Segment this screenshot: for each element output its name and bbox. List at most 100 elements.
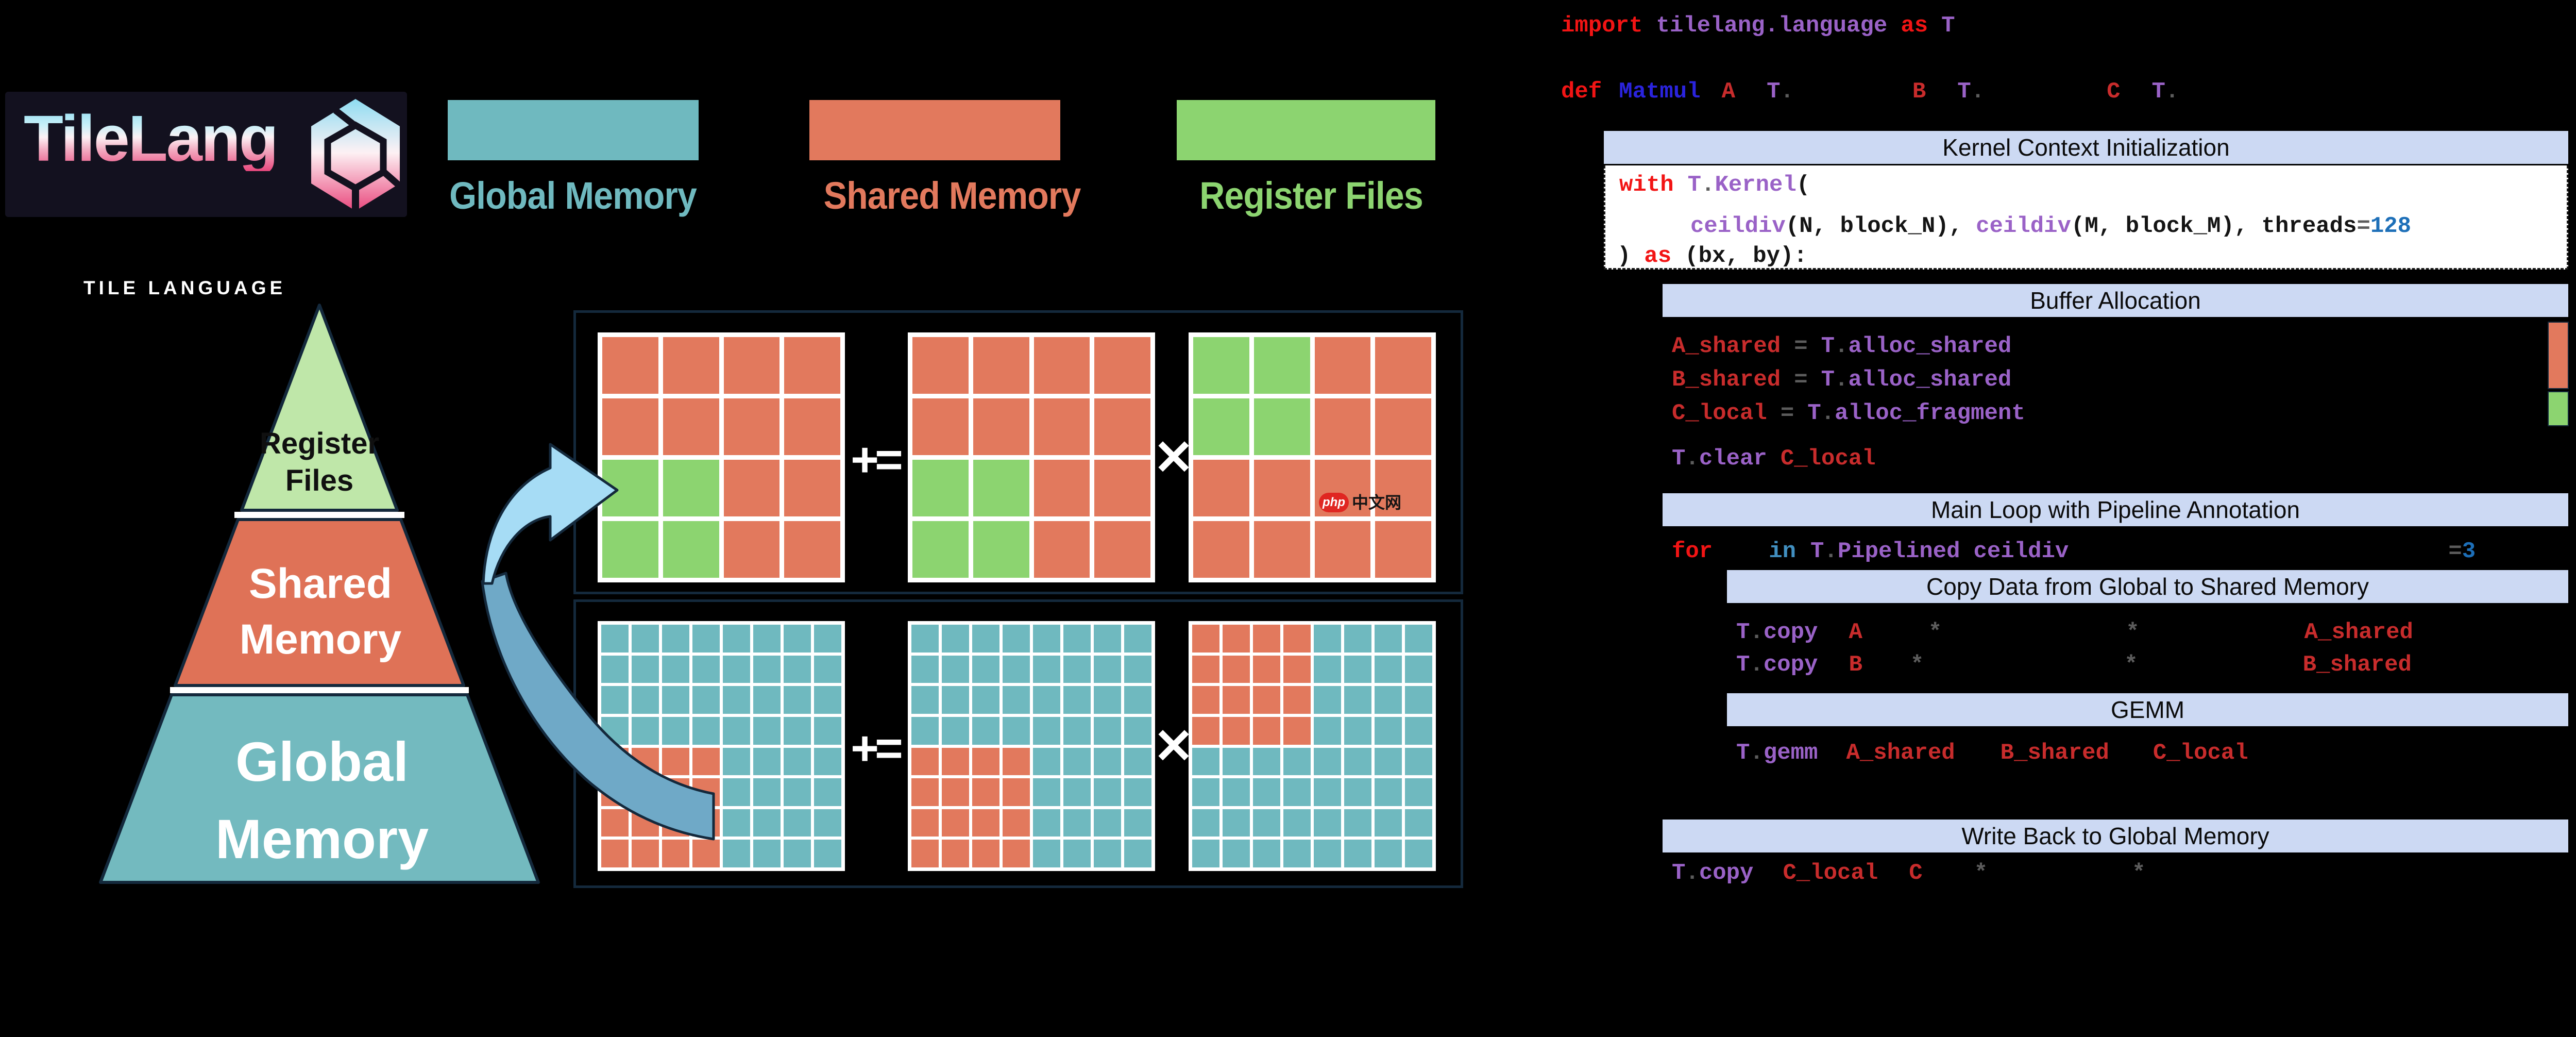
matrix-cell [1223,778,1250,806]
copy-arrow-upper-band-and-head [482,443,619,585]
matrix-cell [1344,716,1371,745]
code-token: gemm [1763,740,1818,766]
matrix-cell [942,840,969,867]
matrix-cell [972,747,999,776]
matrix-cell [912,337,969,394]
code-token: def [1561,79,1602,105]
matrix-cell [1344,655,1371,683]
matrix-cell [662,686,689,714]
matrix-cell [1253,840,1280,867]
matrix-cell [1193,521,1249,578]
legend-label-global-memory: Global Memory [449,174,697,217]
matrix-cell [1094,655,1121,683]
matrix-a-register-tile [908,332,1155,582]
code-token: T [2151,79,2165,105]
matrix-c-register-tile [598,332,845,582]
matrix-cell [973,521,1029,578]
matrix-cell [1253,398,1310,455]
code-alloc-b-shared-line: B_shared=T.alloc_shared [1672,367,2011,392]
code-token: T [1687,172,1702,198]
code-token: C_local [1783,860,1878,886]
section-header-buffer-allocation: Buffer Allocation [1663,284,2568,319]
matrix-cell [911,778,939,806]
matrix-cell [1223,747,1250,776]
matrix-cell [1033,809,1060,837]
matrix-cell [1405,747,1432,776]
tilelang-cube-icon [311,99,402,211]
matrix-cell [1344,840,1371,867]
matrix-cell [1223,625,1250,653]
matrix-cell [784,521,840,578]
matrix-cell [1192,686,1219,714]
code-token: T [1821,367,1835,393]
matrix-cell [1094,625,1121,653]
matrix-cell [1124,686,1151,714]
matrix-cell [1283,686,1311,714]
matrix-cell [632,655,659,683]
matrix-cell [1063,809,1091,837]
matrix-cell [1094,337,1150,394]
matrix-cell [972,840,999,867]
matrix-cell [1314,716,1341,745]
matrix-cell [1375,778,1402,806]
matrix-cell [1063,655,1091,683]
matrix-cell [912,460,969,516]
matrix-cell [1003,840,1030,867]
matrix-cell [1063,625,1091,653]
register-shared-tiles-box [573,310,1463,594]
code-token: . [1835,333,1849,359]
matrix-cell [784,655,811,683]
matrix-cell [1405,840,1432,867]
matrix-cell [814,686,841,714]
matrix-cell [911,809,939,837]
code-token: * [1974,860,1988,886]
section-header-gemm: GEMM [1727,693,2568,728]
matrix-cell [723,398,780,455]
matrix-cell [972,809,999,837]
code-token: T [1672,860,1686,886]
matrix-cell [1253,625,1280,653]
matrix-cell [973,398,1029,455]
matrix-cell [1253,686,1280,714]
code-token: C [2107,79,2121,105]
code-token: * [2124,652,2138,678]
legend-label-register-files: Register Files [1199,174,1423,217]
code-token: for [1672,539,1713,564]
operator-plus-equals: += [851,432,903,487]
matrix-cell [723,840,750,867]
matrix-b-register-tile [1189,332,1436,582]
code-token: copy [1763,652,1818,678]
code-token: C_local [1672,400,1767,426]
code-token: . [1701,172,1715,198]
matrix-cell [1124,809,1151,837]
code-token: T [1941,13,1955,39]
matrix-cell [1283,655,1311,683]
matrix-cell [972,686,999,714]
matrix-cell [1314,840,1341,867]
matrix-cell [602,337,658,394]
matrix-cell [911,686,939,714]
matrix-cell [1033,521,1090,578]
matrix-cell [1033,460,1090,516]
legend-swatch-register-files [1177,100,1435,160]
legend-label-shared-memory: Shared Memory [823,174,1081,217]
code-token: import [1561,13,1643,39]
matrix-cell [1253,460,1310,516]
matrix-cell [601,686,629,714]
matrix-cell [1003,809,1030,837]
matrix-cell [1344,686,1371,714]
matrix-cell [942,655,969,683]
code-token: (N, block_N), [1785,213,1963,239]
code-token: copy [1763,620,1818,645]
pyramid-label-shared-memory: Memory [240,616,402,663]
matrix-cell [1375,460,1431,516]
code-token: * [1928,620,1942,645]
matrix-cell [753,625,781,653]
section-header-copy-global-to-shared: Copy Data from Global to Shared Memory [1727,570,2568,605]
code-token: . [1835,367,1849,393]
code-token: . [1685,860,1699,886]
matrix-cell [723,460,780,516]
